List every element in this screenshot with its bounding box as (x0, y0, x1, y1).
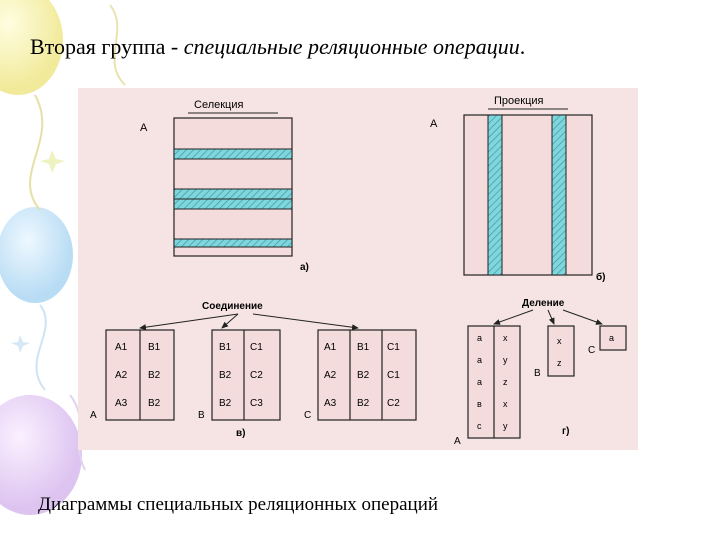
selected-row-band (173, 188, 293, 200)
selected-row-band (173, 148, 293, 160)
join-b-cell: B2 (219, 398, 232, 409)
division-a-cell: y (503, 421, 508, 431)
join-arrow (252, 313, 359, 331)
projection-title: Проекция (494, 95, 544, 107)
projected-column-band (551, 114, 567, 276)
join-b-cell: C2 (250, 370, 263, 381)
join-subcaption: в) (236, 428, 245, 439)
title-plain: Вторая группа - (30, 34, 184, 59)
projection-relation (463, 114, 593, 276)
join-b-cell: C3 (250, 398, 263, 409)
join-a-cell: B1 (148, 342, 161, 353)
join-c-cell: B2 (357, 370, 370, 381)
join-a-name: A (90, 410, 97, 421)
title-italic: специальные реляционные операции (183, 34, 520, 59)
division-a-cell: c (477, 421, 482, 431)
join-c-cell: C1 (387, 370, 400, 381)
selection-relation (173, 117, 293, 257)
join-c-cell: C2 (387, 398, 400, 409)
join-c-cell: B1 (357, 342, 370, 353)
division-a-cell: a (477, 377, 482, 387)
selected-row-band (173, 198, 293, 210)
selection-diagram: Селекция A а) (140, 99, 309, 273)
division-b-cell: z (557, 358, 562, 368)
division-a-cell: a (477, 355, 482, 365)
division-arrow (562, 309, 603, 325)
title-end: . (519, 34, 526, 59)
projection-diagram: Проекция A б) (430, 95, 606, 283)
projection-subcaption: б) (596, 271, 606, 283)
join-c-cell: A3 (324, 398, 337, 409)
selection-relation-name: A (140, 122, 148, 134)
division-arrow (547, 309, 555, 325)
division-a-cell: z (503, 377, 508, 387)
join-title: Соединение (202, 301, 263, 312)
join-table-c (317, 329, 417, 421)
join-a-cell: A2 (115, 370, 128, 381)
join-diagram: Соединение A1 B1 A2 B2 A3 B2 A B1 C1 B2 … (90, 301, 417, 439)
join-arrow (221, 313, 239, 329)
sparkle-star (11, 335, 30, 353)
sparkle-star (40, 150, 65, 173)
join-c-cell: C1 (387, 342, 400, 353)
slide-caption: Диаграммы специальных реляционных операц… (38, 494, 439, 515)
join-a-cell: A3 (115, 398, 128, 409)
join-b-name: B (198, 410, 205, 421)
join-b-cell: B2 (219, 370, 232, 381)
balloon-string (35, 304, 47, 391)
join-arrow (139, 313, 239, 331)
blue-balloon (0, 207, 73, 303)
join-c-cell: A1 (324, 342, 337, 353)
relational-operations-diagram: Селекция A а) Проекция A б) Соединение A… (90, 95, 627, 447)
division-b-cell: x (557, 336, 562, 346)
join-c-name: C (304, 410, 311, 421)
join-b-cell: C1 (250, 342, 263, 353)
join-table-b (211, 329, 281, 421)
join-a-cell: A1 (115, 342, 128, 353)
division-a-cell: x (503, 333, 508, 343)
join-c-cell: A2 (324, 370, 337, 381)
selection-subcaption: а) (300, 262, 309, 273)
balloon-string (109, 4, 126, 86)
division-b-name: B (534, 368, 541, 379)
division-table-b (547, 325, 575, 377)
slide-title: Вторая группа - специальные реляционные … (30, 34, 525, 60)
balloon-string (29, 94, 44, 211)
join-a-cell: B2 (148, 398, 161, 409)
division-subcaption: г) (562, 426, 570, 437)
division-table-c (599, 325, 627, 351)
division-a-cell: y (503, 355, 508, 365)
division-arrow (493, 309, 534, 325)
division-a-cell: в (477, 399, 482, 409)
join-b-cell: B1 (219, 342, 232, 353)
join-c-cell: B2 (357, 398, 370, 409)
yellow-balloon (0, 0, 63, 95)
projected-column-band (487, 114, 503, 276)
selection-title: Селекция (194, 99, 243, 111)
purple-balloon (0, 395, 82, 515)
division-title: Деление (522, 298, 565, 309)
division-diagram: Деление a x a y a z в x c y A x z B a C … (454, 298, 627, 447)
division-c-cell: a (609, 333, 614, 343)
division-a-cell: a (477, 333, 482, 343)
division-a-cell: x (503, 399, 508, 409)
division-a-name: A (454, 436, 461, 447)
division-c-name: C (588, 345, 595, 356)
projection-relation-name: A (430, 118, 438, 130)
join-a-cell: B2 (148, 370, 161, 381)
selected-row-band (173, 238, 293, 248)
